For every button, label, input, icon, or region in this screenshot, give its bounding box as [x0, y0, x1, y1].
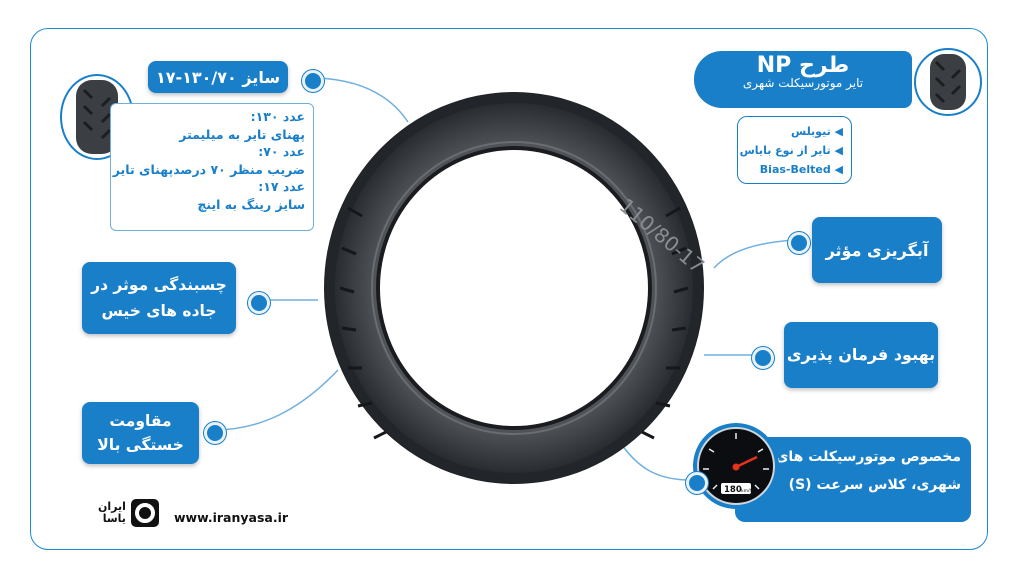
size-info-box: عدد ۱۳۰: پهنای تایر به میلیمتر عدد ۷۰: ض… [110, 103, 314, 231]
water-dot [788, 232, 810, 254]
tread-thumbnail-right [914, 48, 982, 116]
tire-image: 110/80-17 [318, 88, 710, 488]
np-title: طرح NP [756, 53, 850, 78]
line-speed [621, 444, 691, 481]
website-url: www.iranyasa.ir [174, 510, 289, 525]
steering-feature-box: بهبود فرمان پذیری [784, 322, 938, 388]
wear-feature-text: مقاومت خستگی بالا [97, 412, 184, 454]
wear-feature-box: مقاومت خستگی بالا [82, 402, 199, 464]
speed-dot [686, 472, 708, 494]
speedometer-needle [735, 455, 758, 469]
size-info-line: پهنای تایر به میلیمتر [179, 126, 305, 142]
triangle-bullet-icon: ◀ [830, 144, 843, 157]
size-info-line: عدد ۱۳۰: [250, 109, 305, 124]
water-feature-box: آبگریزی مؤثر [812, 217, 942, 283]
steering-feature-text: بهبود فرمان پذیری [786, 345, 936, 364]
size-info-line: سایز رینگ به اینچ [197, 196, 305, 212]
brand-logo: ایران یاسا [98, 498, 160, 528]
size-info-line: ضریب منظر ۷۰ درصدپهنای تایر [112, 161, 305, 177]
spec-item: ◀ تیوبلس [791, 125, 843, 138]
water-feature-text: آبگریزی مؤثر [825, 240, 929, 260]
grip-feature-box: چسبندگی موثر در جاده های خیس [82, 262, 236, 334]
np-title-card: طرح NP تایر موتورسیکلت شهری [694, 51, 912, 108]
line-water [713, 239, 797, 269]
size-label-box: سایز ۱۳۰/۷۰-۱۷ [148, 61, 288, 93]
grip-dot [248, 292, 270, 314]
grip-feature-text: چسبندگی موثر در جاده های خیس [91, 276, 227, 320]
wear-dot [204, 422, 226, 444]
np-subtitle: تایر موتورسیکلت شهری [742, 76, 864, 90]
triangle-bullet-icon: ◀ [830, 163, 843, 176]
size-label: سایز ۱۳۰/۷۰-۱۷ [155, 67, 281, 87]
odometer-unit: km/h [741, 488, 753, 494]
line-wear [213, 369, 339, 431]
steering-dot [752, 347, 774, 369]
speedometer-icon: 180 km/h [693, 423, 779, 509]
size-info-line: عدد ۷۰: [258, 144, 305, 159]
line-size [317, 77, 409, 123]
triangle-bullet-icon: ◀ [830, 125, 843, 138]
brand-mark-icon [130, 499, 159, 527]
odometer-text: 180 [724, 485, 742, 495]
speed-class-text: مخصوص موتورسیکلت های شهری، کلاس سرعت (S) [775, 449, 961, 493]
spec-list: ◀ تیوبلس ◀ تایر از نوع بایاس ◀ Bias-Belt… [737, 116, 852, 184]
spec-item: ◀ Bias-Belted [759, 163, 843, 176]
size-dot [302, 70, 324, 92]
spec-item: ◀ تایر از نوع بایاس [739, 144, 843, 157]
brand-line2: یاسا [102, 512, 126, 525]
brand-line1: ایران [98, 500, 126, 513]
size-info-line: عدد ۱۷: [258, 179, 305, 194]
